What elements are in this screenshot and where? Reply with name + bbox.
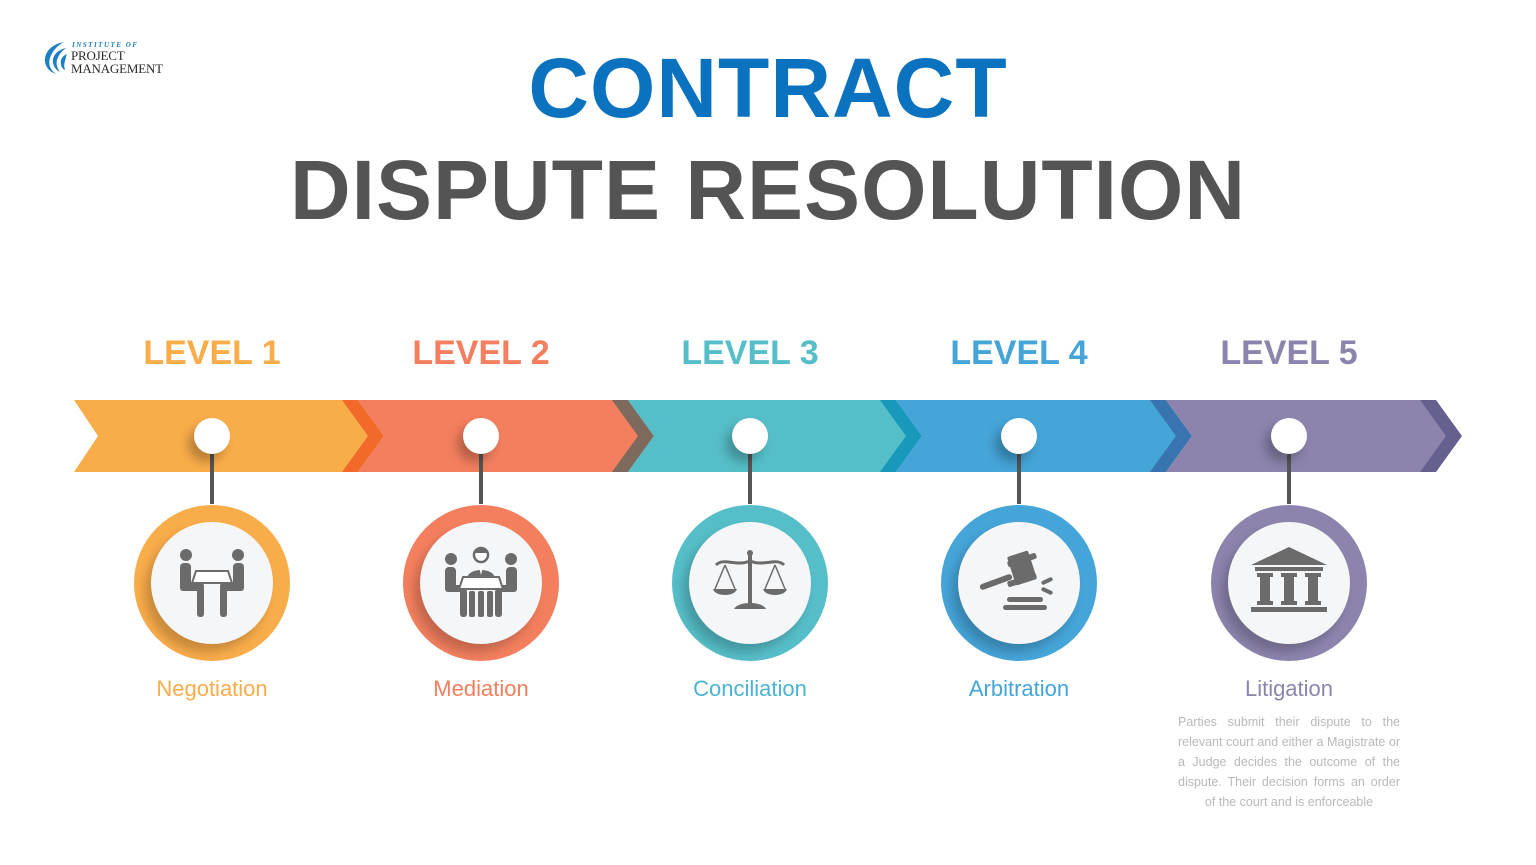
connector-4	[1017, 452, 1021, 504]
level-5-name: Litigation	[1244, 676, 1334, 701]
logo-swoosh-icon	[44, 42, 67, 74]
timeline-node-1	[194, 418, 230, 454]
connector-3	[748, 452, 752, 504]
level-2-name: Mediation	[433, 676, 529, 701]
timeline-node-5	[1271, 418, 1307, 454]
gavel-icon	[979, 550, 1053, 610]
level-1-name: Negotiation	[156, 676, 268, 701]
courthouse-icon	[1251, 547, 1327, 612]
litigation-description: Parties submit their dispute to the rele…	[1178, 715, 1400, 809]
title-dispute-resolution: DISPUTE RESOLUTION	[289, 143, 1247, 237]
segment-4-arrow	[896, 400, 1180, 472]
segment-3-arrow	[628, 400, 910, 472]
timeline-node-4	[1001, 418, 1037, 454]
level-4-badge	[941, 505, 1097, 661]
timeline-arrow-band	[74, 400, 1462, 472]
level-2-label: LEVEL 2	[412, 334, 550, 372]
logo-line-2: MANAGEMENT	[71, 61, 163, 76]
scales-of-justice-icon	[713, 550, 787, 609]
level-3-label: LEVEL 3	[681, 334, 819, 372]
connector-2	[479, 452, 483, 504]
logo-small-text: INSTITUTE OF	[72, 41, 139, 49]
level-4-name: Arbitration	[968, 676, 1070, 701]
level-5-label: LEVEL 5	[1220, 334, 1358, 372]
level-labels: LEVEL 1 LEVEL 2 LEVEL 3 LEVEL 4 LEVEL 5	[0, 330, 1536, 380]
logo-line-1: PROJECT	[71, 48, 125, 63]
segment-5-arrow	[1166, 400, 1448, 472]
connector-5	[1287, 452, 1291, 504]
connector-1	[210, 452, 214, 504]
timeline-node-2	[463, 418, 499, 454]
level-1-label: LEVEL 1	[143, 334, 281, 372]
negotiation-table-icon	[180, 549, 244, 617]
level-5-badge	[1211, 505, 1367, 661]
segment-2-arrow	[358, 400, 642, 472]
mediator-meeting-icon	[445, 546, 517, 617]
level-2-badge	[403, 505, 559, 661]
title-contract: CONTRACT	[528, 41, 1008, 135]
timeline-node-3	[732, 418, 768, 454]
level-4-label: LEVEL 4	[950, 334, 1088, 372]
level-3-name: Conciliation	[693, 676, 807, 701]
level-1-badge	[134, 505, 290, 661]
level-3-badge	[672, 505, 828, 661]
institute-logo: INSTITUTE OF PROJECT MANAGEMENT	[42, 40, 202, 80]
